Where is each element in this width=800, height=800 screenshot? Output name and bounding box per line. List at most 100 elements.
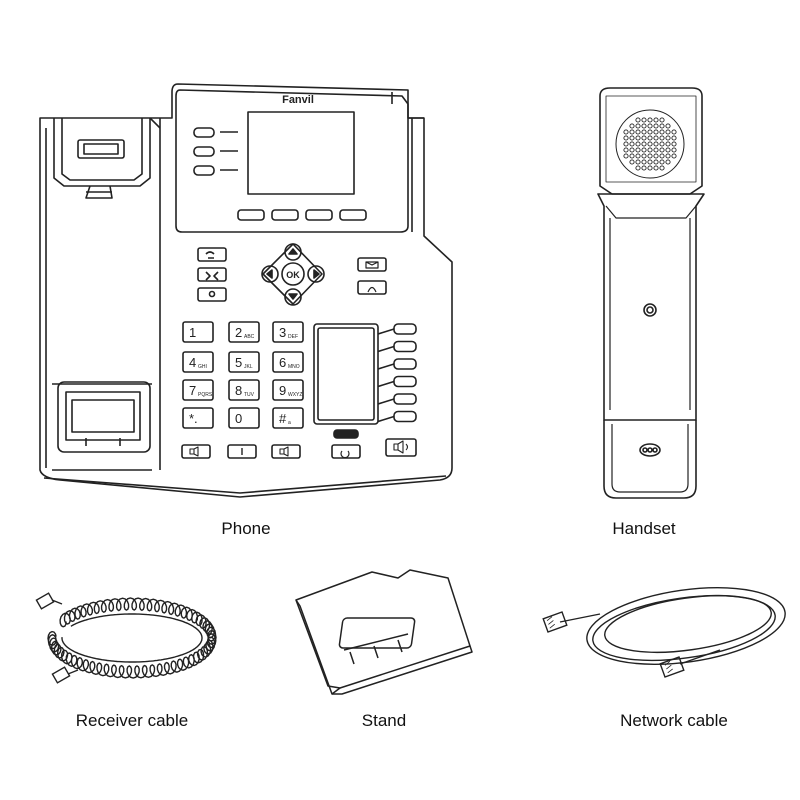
keypad-letters: DEF <box>288 334 298 340</box>
speaker-hole <box>641 159 647 165</box>
dss-key-leader <box>377 345 395 353</box>
soft-key-3 <box>305 209 333 221</box>
speaker-hole <box>635 147 641 153</box>
speaker-hole <box>641 117 647 123</box>
keypad-letters: JKL <box>244 364 253 370</box>
speaker-hole <box>635 159 641 165</box>
caption-handset: Handset <box>612 519 676 538</box>
speaker-hole <box>665 141 671 147</box>
speaker-hole <box>653 141 659 147</box>
rj9-connector-top <box>35 592 63 610</box>
speaker-hole <box>653 153 659 159</box>
speaker-hole <box>653 117 659 123</box>
speaker-hole <box>671 129 677 135</box>
speaker-hole <box>623 153 629 159</box>
speaker-hole <box>659 153 665 159</box>
rj45-connector-right <box>659 656 685 678</box>
speaker-hole <box>641 141 647 147</box>
microphone-grille <box>639 443 661 457</box>
speaker-hole <box>641 165 647 171</box>
speaker-hole <box>653 147 659 153</box>
speaker-hole <box>665 135 671 141</box>
dss-key-leader <box>377 380 395 388</box>
speaker-hole <box>641 147 647 153</box>
speaker-hole <box>671 153 677 159</box>
keypad-letters: WXYZ <box>288 392 302 398</box>
keypad-key-7 <box>182 379 214 401</box>
speaker-hole <box>659 129 665 135</box>
dss-key-5 <box>393 393 417 405</box>
dss-key-1 <box>393 323 417 335</box>
speaker-hole <box>671 147 677 153</box>
brand-logo: Fanvil <box>282 94 314 106</box>
soft-key-4 <box>339 209 367 221</box>
speaker-hole <box>635 141 641 147</box>
speaker-hole <box>647 165 653 171</box>
dss-key-6 <box>393 410 417 423</box>
network-cable-illustration <box>542 587 786 678</box>
ok-key <box>281 262 305 286</box>
speaker-hole <box>647 135 653 141</box>
keypad-digit: 5 <box>235 355 242 370</box>
speaker-hole <box>629 147 635 153</box>
display-housing <box>175 89 409 233</box>
bottom-function-keys <box>181 429 417 459</box>
keypad-key-8 <box>228 379 260 401</box>
caption-phone: Phone <box>221 519 271 538</box>
navigation-cluster <box>261 243 325 306</box>
dss-key-2 <box>393 340 417 353</box>
speaker-hole <box>629 141 635 147</box>
speaker-hole <box>629 153 635 159</box>
speaker-hole <box>665 153 671 159</box>
caption-network-cable: Network cable <box>620 711 728 730</box>
speaker-hole <box>653 123 659 129</box>
handset-hook-sensor <box>643 303 657 317</box>
keypad-letters: PQRS <box>198 392 213 398</box>
speaker-hole <box>647 117 653 123</box>
speaker-hole <box>653 135 659 141</box>
coiled-cord <box>47 597 217 679</box>
speaker-hole <box>659 135 665 141</box>
speaker-hole <box>647 147 653 153</box>
speaker-hole <box>647 129 653 135</box>
speaker-hole <box>659 147 665 153</box>
speaker-hole <box>629 129 635 135</box>
keypad-key-11 <box>228 407 260 429</box>
keypad-key-6 <box>272 351 304 373</box>
speaker-hole <box>659 123 665 129</box>
speaker-hole <box>635 117 641 123</box>
speaker-hole <box>623 129 629 135</box>
speaker-hole <box>641 153 647 159</box>
caption-receiver-cable: Receiver cable <box>75 711 189 730</box>
keypad-key-12 <box>272 407 304 429</box>
keypad-digit: *. <box>189 411 198 426</box>
keypad-key-9 <box>272 379 304 401</box>
keypad-letters: MNO <box>288 364 300 370</box>
speaker-hole <box>641 135 647 141</box>
speaker-hole <box>659 117 665 123</box>
speaker-hole <box>635 123 641 129</box>
keypad-key-2 <box>228 321 260 343</box>
speaker-hole <box>641 129 647 135</box>
handset-cradle <box>52 117 161 471</box>
caption-stand: Stand <box>361 711 407 730</box>
speaker-hole <box>629 135 635 141</box>
keypad-letters: TUV <box>244 392 255 398</box>
rj9-connector-bottom <box>51 666 79 684</box>
dss-keys <box>377 323 417 423</box>
speaker-hole <box>653 165 659 171</box>
speaker-hole <box>635 135 641 141</box>
speaker-hole <box>659 159 665 165</box>
ok-key-label: OK <box>286 270 300 280</box>
dss-key-leader <box>377 415 395 423</box>
soft-key-2 <box>271 209 299 221</box>
keypad-digit: 9 <box>279 383 286 398</box>
speaker-hole <box>665 123 671 129</box>
speaker-hole <box>665 129 671 135</box>
keypad-digit: 3 <box>279 325 286 340</box>
speaker-hole <box>623 135 629 141</box>
keypad-digit: 6 <box>279 355 286 370</box>
